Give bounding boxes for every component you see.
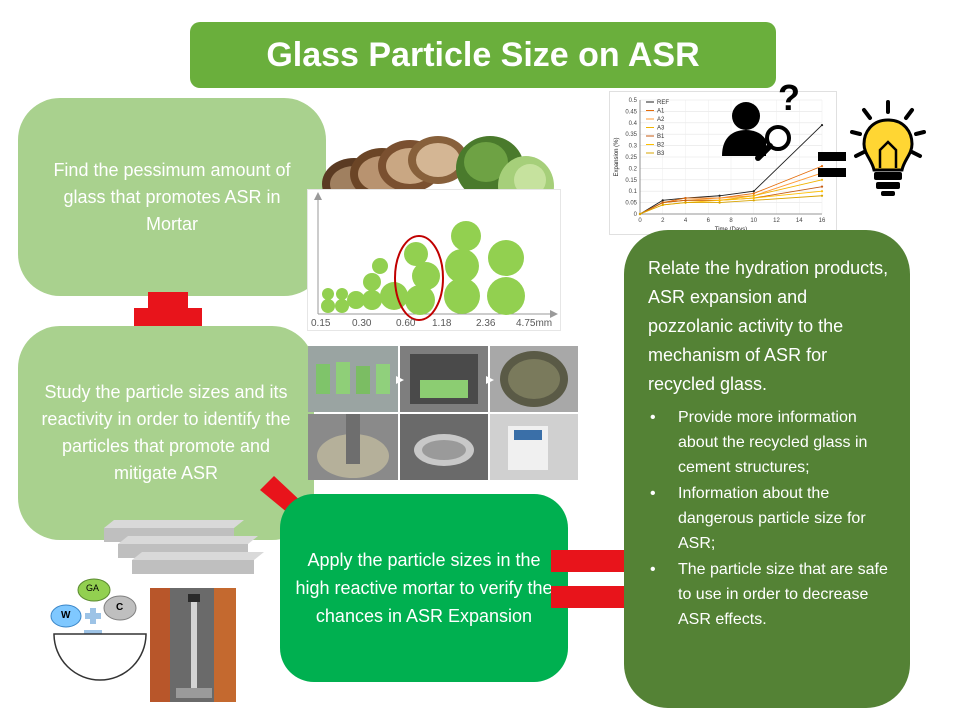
y-tick-label: 0.35: [625, 132, 637, 138]
tick-label: 4.75mm: [516, 318, 553, 329]
legend-entry: A2: [657, 117, 665, 123]
tick-label: 0.30: [352, 318, 372, 329]
x-tick-label: 10: [750, 218, 757, 224]
bullet-item: Information about the dangerous particle…: [648, 481, 890, 556]
svg-text:?: ?: [778, 82, 800, 118]
data-point-ref: [661, 199, 664, 202]
data-point-b2: [718, 199, 721, 202]
series-line-ref: [639, 124, 823, 215]
data-point-a3: [752, 194, 755, 197]
title-banner: Glass Particle Size on ASR: [190, 22, 776, 88]
x-tick-label: 0: [638, 218, 642, 224]
y-tick-label: 0.05: [625, 201, 637, 207]
data-point-b2: [752, 196, 755, 200]
black-equals-bar-top: [818, 152, 846, 161]
equals-bar-bottom: [551, 586, 637, 608]
lab-photo-grid: [308, 346, 578, 480]
page-title: Glass Particle Size on ASR: [266, 35, 700, 74]
tick-label: 0.15: [311, 318, 331, 329]
data-point-b1: [661, 201, 664, 204]
tick-label: 0.60: [396, 318, 416, 329]
y-tick-label: 0.5: [629, 98, 638, 104]
legend-entry: B2: [657, 143, 665, 149]
x-tick-label: 8: [729, 218, 733, 224]
data-point-b3: [661, 203, 664, 206]
series-line-b3: [639, 195, 823, 215]
legend-entry: B3: [657, 151, 665, 157]
y-tick-label: 0.45: [625, 109, 637, 115]
data-point-ref: [820, 123, 824, 127]
pessimum-box: Find the pessimum amount of glass that p…: [18, 98, 326, 296]
x-tick-label: 14: [796, 218, 803, 224]
x-tick-label: 2: [661, 218, 665, 224]
black-equals-bar-bottom: [818, 168, 846, 177]
mortar-bars: [104, 520, 264, 578]
bullet-item: Provide more information about the recyc…: [648, 405, 890, 480]
data-point-b3: [718, 201, 721, 204]
y-axis-title: Expansion (%): [614, 137, 620, 176]
data-point-a1: [684, 196, 687, 200]
label-c: C: [116, 602, 124, 613]
x-tick-label: 16: [819, 218, 826, 224]
legend-entry: REF: [657, 100, 669, 106]
y-tick-label: 0.25: [625, 155, 637, 161]
series-line-b1: [639, 186, 823, 215]
data-point-b3: [684, 201, 687, 204]
x-tick-label: 4: [684, 218, 688, 224]
thinking-person-icon: ?: [716, 77, 812, 168]
expansion-chart: 0 0.05 0.1 0.15 0.2 0.25 0.3 0.35 0.4 0.45 0.5 0 2 4 6…: [610, 92, 836, 234]
legend-entry: A3: [657, 126, 665, 132]
data-point-b3: [638, 212, 642, 216]
tick-label: 2.36: [476, 318, 496, 329]
particle-study-box: Study the particle sizes and its reactiv…: [18, 326, 314, 540]
data-point-b2: [820, 190, 824, 193]
legend-entry: B1: [657, 134, 665, 140]
materials-mix-diagram: GA W C: [50, 578, 150, 684]
apply-text: Apply the particle sizes in the high rea…: [295, 550, 553, 626]
data-point-a1: [752, 192, 755, 195]
x-tick-label: 6: [707, 218, 711, 224]
data-point-b1: [820, 185, 824, 188]
data-point-a1: [820, 165, 824, 168]
data-point-ref: [718, 194, 721, 197]
y-tick-label: 0.2: [629, 166, 638, 172]
data-point-b3: [820, 194, 824, 197]
y-tick-label: 0.1: [629, 189, 638, 195]
lightbulb-icon: [846, 98, 932, 200]
legend-entry: A1: [657, 109, 665, 115]
equals-bar-top: [551, 550, 637, 572]
data-point-ref: [752, 190, 755, 193]
apply-box: Apply the particle sizes in the high rea…: [280, 494, 568, 682]
data-point-a3: [820, 178, 824, 181]
chart-x-axis: [318, 310, 558, 318]
relate-main-text: Relate the hydration products, ASR expan…: [648, 258, 889, 394]
particle-size-chart: 0.15 0.30 0.60 1.18 2.36 4.75mm: [308, 190, 560, 330]
y-tick-label: 0.4: [629, 121, 638, 127]
particle-bubbles: [321, 221, 525, 315]
data-point-a2: [718, 196, 721, 200]
y-tick-label: 0.3: [629, 144, 638, 150]
tick-label: 1.18: [432, 318, 452, 329]
label-w: W: [61, 610, 71, 621]
bullet-item: The particle size that are safe to use i…: [648, 557, 890, 632]
x-tick-label: 12: [773, 218, 780, 224]
y-tick-label: 0.15: [625, 178, 637, 184]
chart-y-axis: [314, 192, 322, 314]
expansion-test-photo: [150, 588, 236, 702]
data-point-b1: [684, 199, 687, 202]
label-ga: GA: [86, 583, 100, 593]
data-point-b3: [752, 199, 755, 202]
y-tick-label: 0: [634, 212, 638, 218]
particle-study-text: Study the particle sizes and its reactiv…: [41, 382, 291, 483]
pessimum-text: Find the pessimum amount of glass that p…: [53, 159, 291, 234]
relate-box: Relate the hydration products, ASR expan…: [624, 230, 910, 708]
highlight-ellipse: [394, 235, 444, 321]
relate-bullet-list: Provide more information about the recyc…: [648, 405, 890, 632]
